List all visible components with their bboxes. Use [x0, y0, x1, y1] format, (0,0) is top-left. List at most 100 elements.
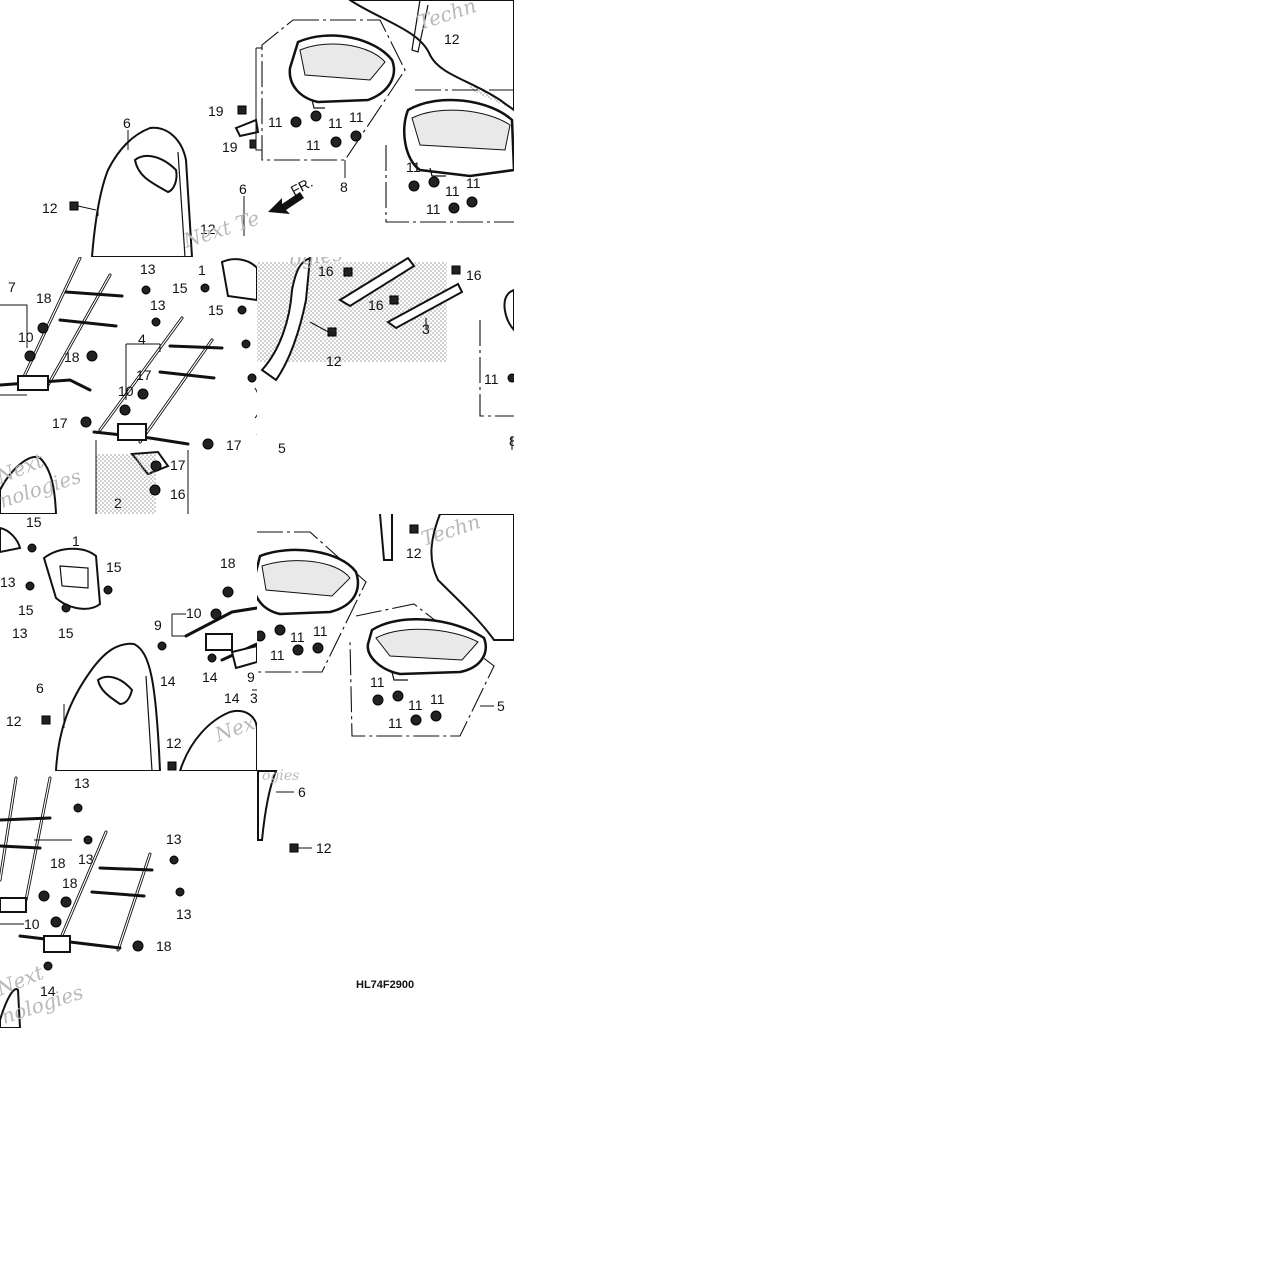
tile-g: 6 12 ogies [257, 768, 332, 856]
callout-a-3: 11 [306, 137, 321, 153]
callout-a-2: 11 [268, 114, 283, 130]
callout-d-6: 13 [12, 625, 28, 641]
callout-c-6: 8 [509, 433, 517, 449]
callout-d-12: 9 [247, 669, 255, 685]
diagram-code: HL74F2900 [356, 979, 414, 991]
callout-a-13: 6 [123, 115, 131, 131]
callout-a-0: 12 [444, 31, 460, 47]
callout-e-6: 11 [388, 715, 403, 731]
callout-a-10: 11 [445, 183, 460, 199]
seat-frame-7 [0, 257, 124, 392]
callout-d-17: 12 [166, 735, 182, 751]
callout-b-15: 17 [170, 457, 186, 473]
callout-e-2: 11 [270, 647, 285, 663]
bolt-19 [234, 105, 260, 149]
callout-a-15: 6 [239, 181, 247, 197]
callout-e-8: 11 [430, 691, 445, 707]
callout-d-0: 15 [26, 514, 42, 530]
callout-b-17: 2 [114, 495, 122, 511]
front-direction-arrow [268, 192, 304, 214]
callout-c-3: 3 [422, 321, 430, 337]
callout-b-5-outer: 5 [278, 440, 286, 456]
callout-a-16: 12 [200, 221, 216, 237]
callout-b-13: 17 [52, 415, 68, 431]
seat-frame-f2 [18, 830, 154, 953]
callout-b-4: 1 [198, 262, 206, 278]
callout-a-7: 19 [222, 139, 238, 155]
tile-d: 15 1 15 13 15 15 13 18 10 9 14 14 9 14 3… [0, 514, 258, 771]
callout-e-5: 11 [370, 674, 385, 690]
seat-cushion-a2 [402, 98, 514, 178]
callout-d-4: 15 [18, 602, 34, 618]
callout-a-1: 19 [208, 103, 224, 119]
callout-c-5: 11 [484, 371, 499, 387]
callout-f-5: 13 [176, 906, 192, 922]
callout-e-4: 11 [313, 623, 328, 639]
seat-frame-9 [184, 606, 257, 670]
callout-b-7: 4 [138, 331, 146, 347]
callout-f-10: 12 [316, 840, 332, 856]
callout-d-3: 13 [0, 574, 16, 590]
callout-b-1: 7 [8, 279, 16, 295]
callout-b-5: 15 [172, 280, 188, 296]
nuts-11-e [257, 624, 442, 726]
tile-e: 12 11 11 11 11 11 11 11 11 5 Techn [257, 514, 514, 737]
seat-cushion-e1 [257, 548, 360, 616]
callout-e-9: 5 [497, 698, 505, 714]
callout-a-11: 11 [466, 175, 481, 191]
callout-b-9: 10 [18, 329, 34, 345]
callout-c-1: 16 [466, 267, 482, 283]
nuts-11-a [290, 110, 478, 214]
callout-d-2: 15 [106, 559, 122, 575]
callout-d-10: 14 [160, 673, 176, 689]
callout-a-14: 12 [42, 200, 58, 216]
seat-cushion-a1 [288, 34, 396, 109]
callout-b-8: 15 [208, 302, 224, 318]
tile-c: 16 16 16 3 12 11 8 ogies [257, 257, 517, 450]
callout-d-9: 9 [154, 617, 162, 633]
seat-back-d [54, 642, 162, 771]
callout-a-5: 11 [349, 109, 364, 125]
callout-f-2: 13 [166, 831, 182, 847]
callout-d-15: 6 [36, 680, 44, 696]
seat-frame-4 [92, 316, 224, 476]
callout-e-7: 11 [408, 697, 423, 713]
callout-c-4: 12 [326, 353, 342, 369]
callout-f-6: 10 [24, 916, 40, 932]
callout-f-9: 6 [298, 784, 306, 800]
callout-f-7: 18 [156, 938, 172, 954]
callout-d-5: 15 [58, 625, 74, 641]
callout-d-14: 3 [250, 690, 258, 706]
callout-d-8: 10 [186, 605, 202, 621]
callout-b-3: 13 [150, 297, 166, 313]
cover-1 [42, 547, 102, 610]
callout-d-13: 14 [224, 690, 240, 706]
group-boundary-8 [261, 19, 406, 161]
callout-f-8: 14 [40, 983, 56, 999]
callout-b-10: 18 [64, 349, 80, 365]
group-boundary-right [385, 89, 514, 223]
callout-b-0: 13 [140, 261, 156, 277]
nuts-f [38, 803, 185, 971]
tile-a: FR. 12 19 11 11 11 11 8 19 11 11 11 11 1… [42, 0, 514, 257]
seat-cushion-e2 [366, 618, 487, 681]
watermark-a2: Next Te [179, 206, 262, 253]
callout-f-3: 18 [50, 855, 66, 871]
callout-e-0: 12 [406, 545, 422, 561]
seat-frame-f1 [0, 776, 52, 913]
callout-d-7: 18 [220, 555, 236, 571]
nuts-b [24, 283, 257, 496]
callout-d-1: 1 [72, 533, 80, 549]
seat-back-edge [411, 0, 429, 53]
callout-b-12: 10 [118, 383, 134, 399]
callout-a-6: 8 [340, 179, 348, 195]
callout-c-0: 16 [318, 263, 334, 279]
callout-b-2: 18 [36, 290, 52, 306]
direction-label: FR. [288, 174, 315, 199]
bolt-12-a [69, 201, 97, 211]
callout-d-11: 14 [202, 669, 218, 685]
tile-f: 13 13 13 18 18 13 10 18 14 Next nologies [0, 775, 192, 1028]
callout-f-4: 18 [62, 875, 78, 891]
callout-c-2: 16 [368, 297, 384, 313]
